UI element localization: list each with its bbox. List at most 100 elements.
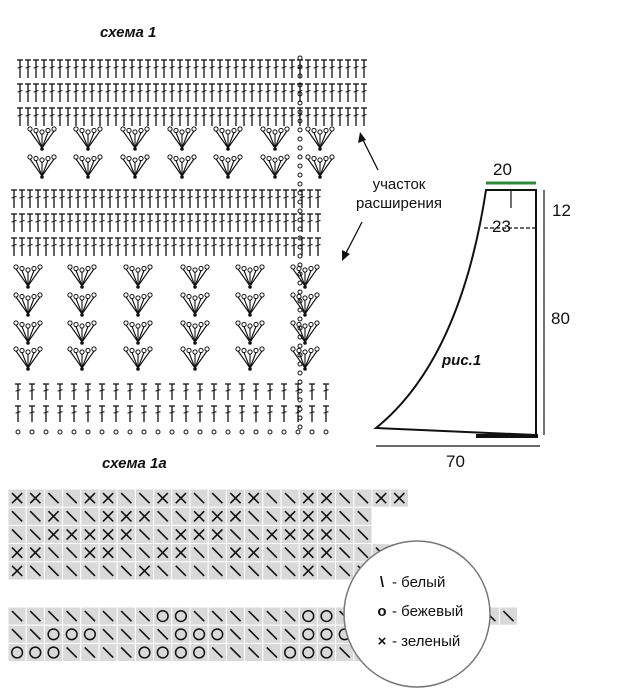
chain-stitch: [297, 415, 303, 421]
shell-fan-stitch: [67, 320, 97, 345]
double-crochet-stitch: [155, 189, 161, 208]
shell-fan-stitch: [13, 292, 43, 317]
chain-stitch: [297, 208, 303, 214]
double-crochet-stitch: [197, 383, 203, 400]
double-crochet-stitch: [329, 107, 335, 126]
base-chain-stitch: [43, 429, 49, 435]
cross-symbol: [29, 547, 41, 559]
legend-outline: [343, 540, 491, 688]
double-crochet-stitch: [329, 83, 335, 102]
chain-stitch: [297, 244, 303, 250]
double-crochet-stitch: [241, 107, 247, 126]
shell-fan-stitch: [290, 292, 320, 317]
double-crochet-stitch: [35, 213, 41, 232]
cross-symbol: [211, 528, 223, 541]
double-crochet-stitch: [267, 405, 273, 422]
grid-cell: [298, 624, 318, 644]
dimension-inner-23: 23: [492, 217, 511, 236]
double-crochet-stitch: [243, 213, 249, 232]
chain-stitch: [297, 226, 303, 232]
base-chain-stitch: [211, 429, 217, 435]
double-crochet-stitch: [197, 405, 203, 422]
double-crochet-stitch: [273, 59, 279, 78]
chain-stitch: [297, 298, 303, 304]
slash-symbol: [266, 510, 278, 522]
double-crochet-stitch: [129, 83, 135, 102]
double-crochet-stitch: [147, 213, 153, 232]
double-crochet-stitch: [163, 213, 169, 232]
double-crochet-stitch: [83, 237, 89, 256]
grid-cell: [316, 642, 337, 663]
double-crochet-stitch: [329, 59, 335, 78]
double-crochet-stitch: [305, 59, 311, 78]
slash-symbol: [157, 565, 169, 577]
double-crochet-stitch: [161, 83, 167, 102]
double-crochet-stitch: [85, 383, 91, 400]
double-crochet-stitch: [27, 189, 33, 208]
double-crochet-stitch: [183, 383, 189, 400]
double-crochet-stitch: [25, 59, 31, 78]
shell-fan-stitch: [213, 154, 243, 179]
double-crochet-stitch: [337, 83, 343, 102]
chain-stitch: [297, 253, 303, 259]
double-crochet-stitch: [275, 213, 281, 232]
circle-symbol: [320, 628, 333, 641]
double-crochet-stitch: [315, 237, 321, 256]
double-crochet-stitch: [281, 83, 287, 102]
double-crochet-stitch: [137, 107, 143, 126]
double-crochet-stitch: [145, 107, 151, 126]
double-crochet-stitch: [217, 83, 223, 102]
double-crochet-stitch: [83, 189, 89, 208]
base-chain-stitch: [15, 429, 21, 435]
cross-symbol: [302, 510, 314, 522]
chain-stitch: [297, 154, 303, 160]
slash-symbol: [120, 492, 132, 504]
slash-symbol: [66, 565, 78, 577]
double-crochet-stitch: [89, 59, 95, 78]
shell-fan-stitch: [180, 264, 210, 289]
double-crochet-stitch: [33, 83, 39, 102]
shell-fan-stitch: [27, 126, 57, 151]
chain-stitch: [297, 172, 303, 178]
double-crochet-stitch: [123, 213, 129, 232]
shell-fan-stitch: [180, 320, 210, 345]
dimension-right-80: 80: [551, 309, 570, 328]
double-crochet-stitch: [49, 83, 55, 102]
double-crochet-stitch: [113, 59, 119, 78]
double-crochet-stitch: [267, 383, 273, 400]
figure-1-pattern-shape: [373, 181, 545, 447]
grid-cell: [153, 642, 173, 663]
chain-stitch: [297, 424, 303, 430]
double-crochet-stitch: [43, 189, 49, 208]
double-crochet-stitch: [65, 107, 71, 126]
double-crochet-stitch: [99, 237, 105, 256]
double-crochet-stitch: [281, 107, 287, 126]
double-crochet-stitch: [105, 83, 111, 102]
base-chain-stitch: [169, 429, 175, 435]
double-crochet-stitch: [233, 83, 239, 102]
slash-symbol: [47, 565, 60, 577]
double-crochet-stitch: [265, 83, 271, 102]
circle-symbol: [47, 646, 60, 659]
double-crochet-stitch: [25, 107, 31, 126]
double-crochet-stitch: [243, 189, 249, 208]
chain-stitch: [297, 307, 303, 313]
double-crochet-stitch: [283, 213, 289, 232]
double-crochet-stitch: [67, 189, 73, 208]
double-crochet-stitch: [97, 59, 103, 78]
double-crochet-stitch: [43, 405, 49, 422]
scheme-1a-title: схема 1а: [102, 455, 167, 472]
shell-fan-stitch: [73, 154, 103, 179]
legend-circle: [343, 540, 491, 688]
slash-symbol: [229, 628, 242, 640]
double-crochet-stitch: [227, 189, 233, 208]
double-crochet-stitch: [97, 83, 103, 102]
shell-fan-stitch: [120, 154, 150, 179]
circle-symbol: [302, 646, 315, 659]
dimension-top-20: 20: [493, 160, 512, 179]
legend-symbol-cross-icon: ×: [377, 633, 387, 650]
double-crochet-stitch: [313, 107, 319, 126]
slash-symbol: [357, 510, 369, 522]
double-crochet-stitch: [321, 107, 327, 126]
